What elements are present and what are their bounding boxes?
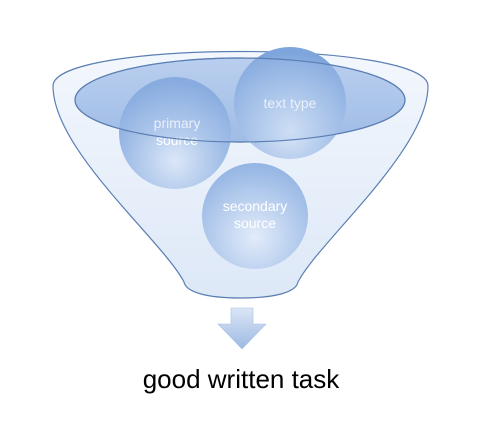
ball-primary-source-label-line1: primary: [154, 115, 201, 131]
ball-primary-source-label-line2: source: [156, 132, 198, 148]
ball-text-type: [234, 47, 346, 159]
ball-text-type-label: text type: [264, 95, 317, 111]
funnel-rim-overlay: [74, 57, 406, 143]
ball-secondary-source: [202, 163, 308, 269]
ball-primary-source: [119, 77, 231, 189]
down-arrow-icon: [217, 307, 267, 350]
result-label: good written task: [142, 364, 340, 394]
ball-secondary-source-label-line2: source: [234, 215, 276, 231]
ball-secondary-source-label-line1: secondary: [223, 198, 288, 214]
